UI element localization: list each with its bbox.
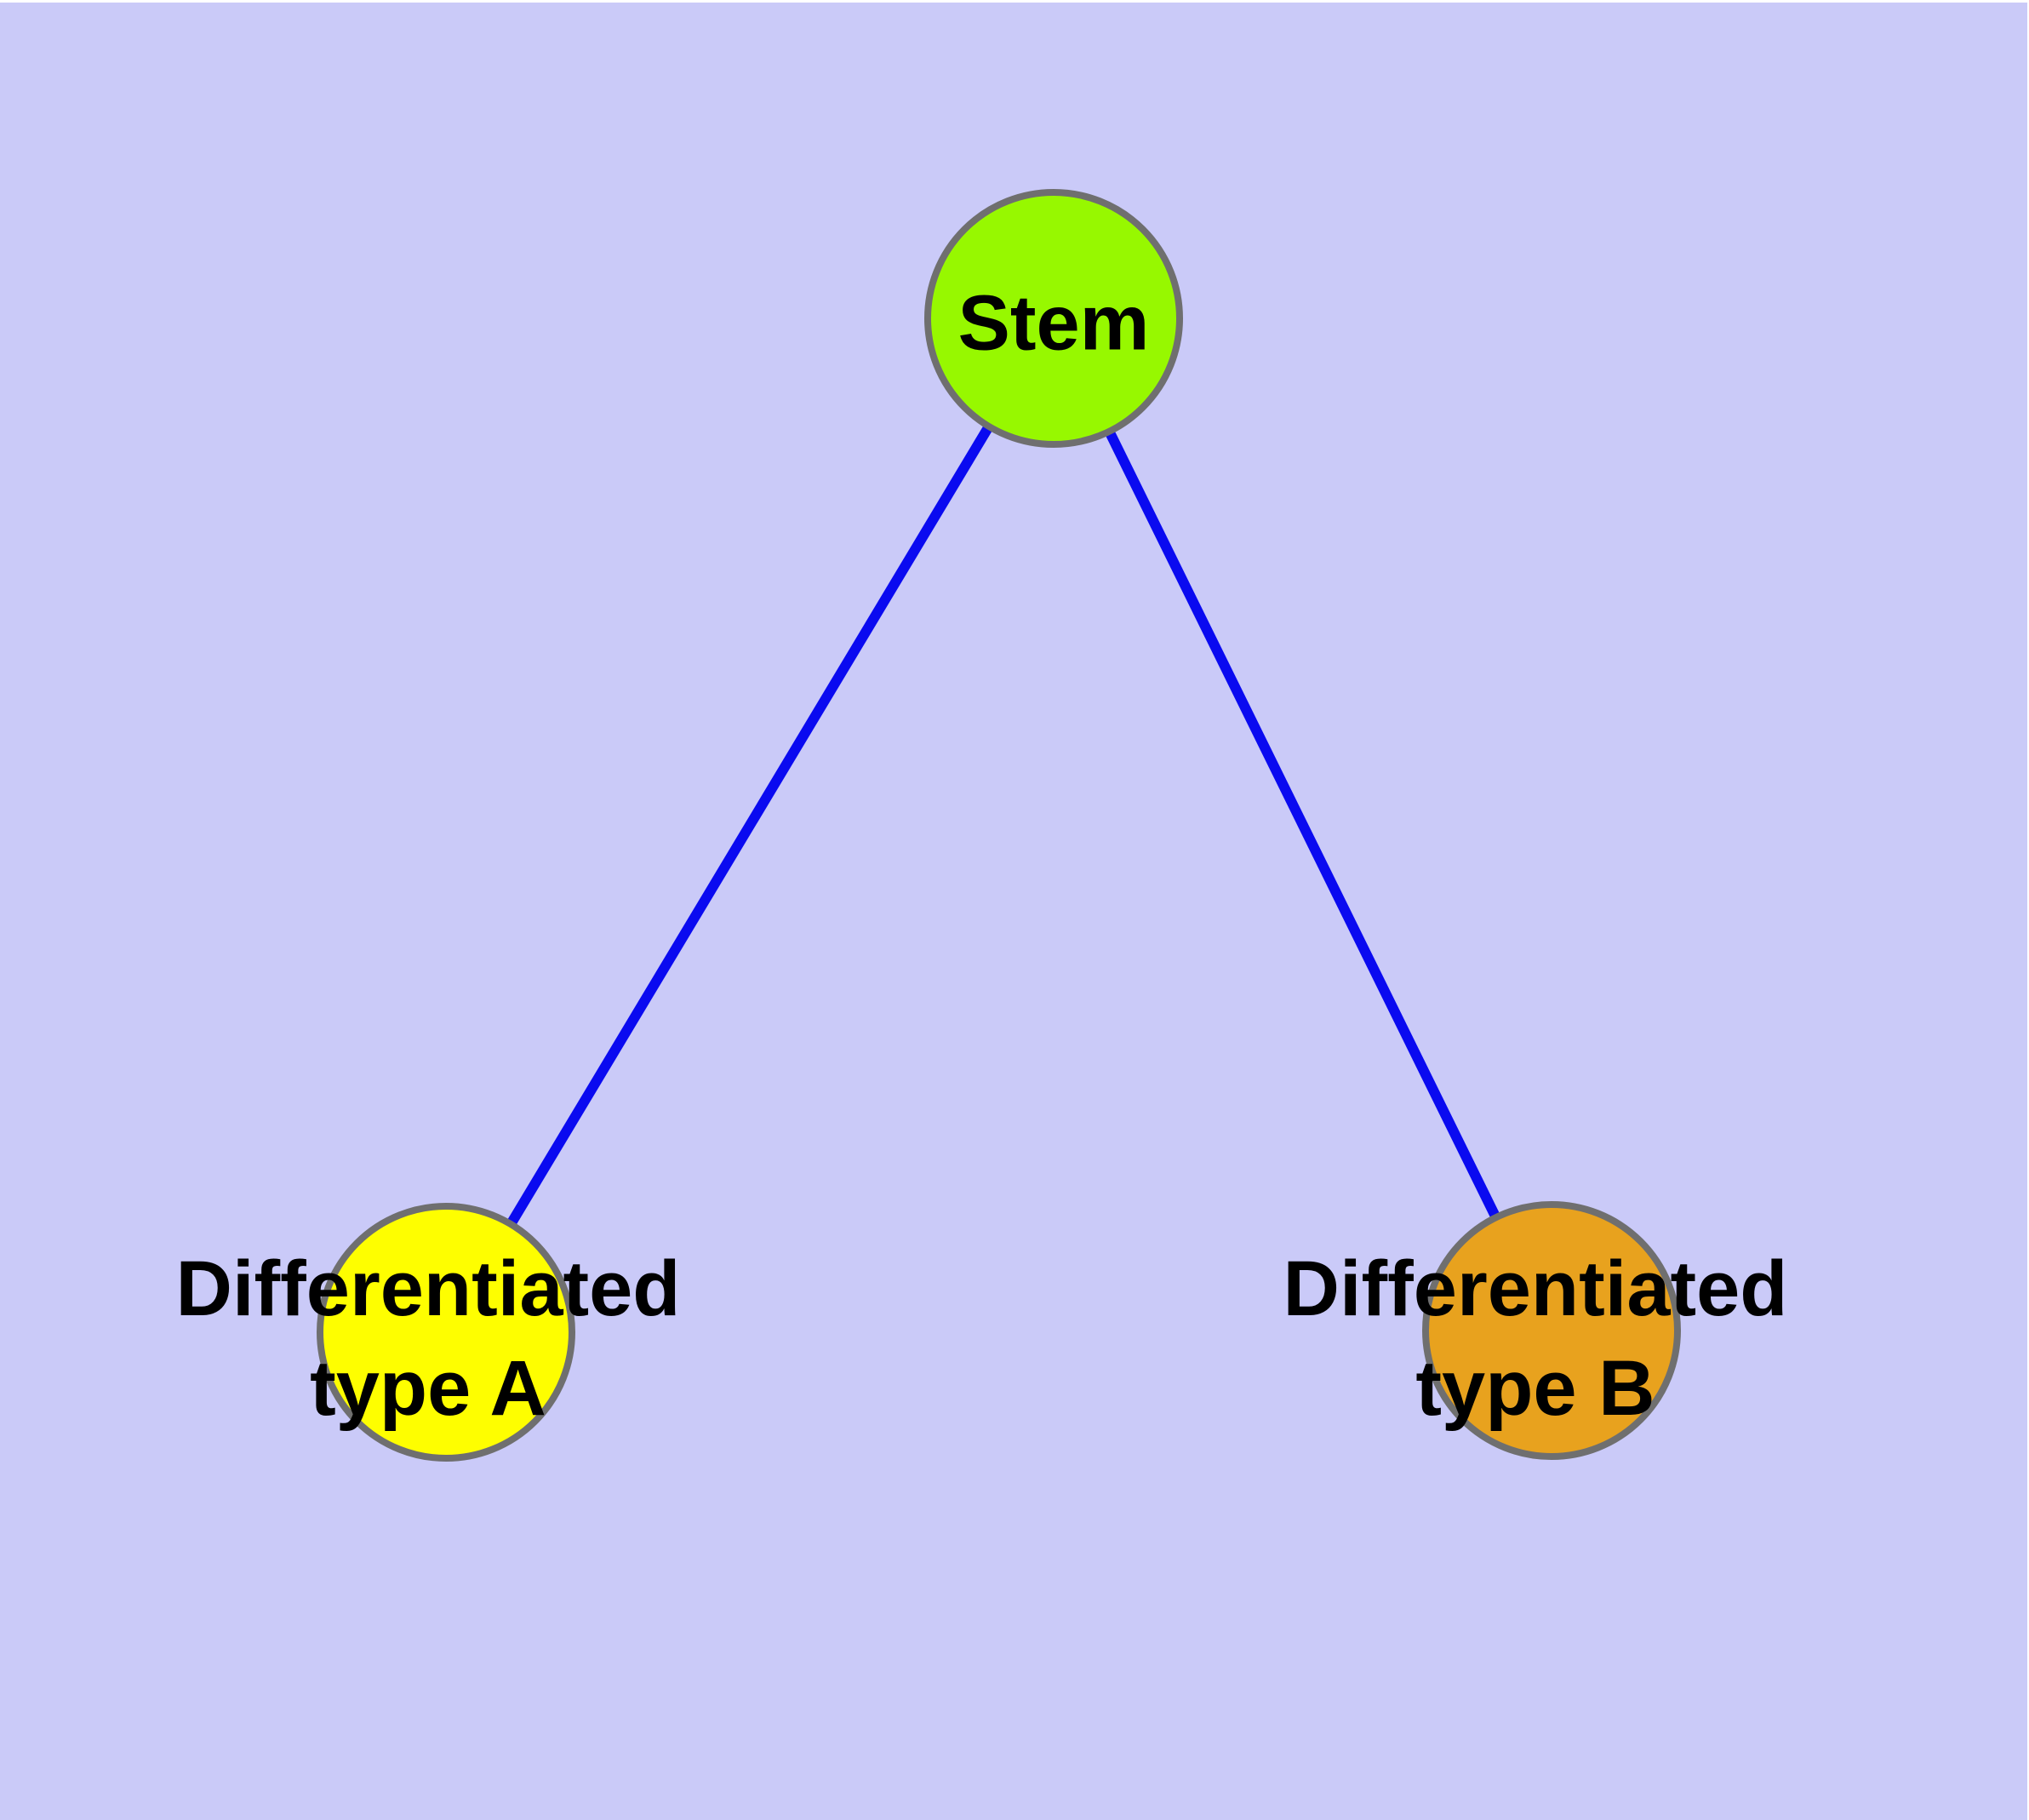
node-type-b-label-line1: Differentiated: [1283, 1245, 1788, 1332]
node-type-a-label-line2: type A: [310, 1345, 546, 1432]
window-right-edge: [2027, 0, 2029, 1820]
node-stem-circle[interactable]: [924, 189, 1183, 448]
window-top-edge: [0, 0, 2029, 3]
edge-stem-to-type-a: [441, 315, 1059, 1336]
node-type-b-label-line2: type B: [1415, 1345, 1655, 1432]
node-type-b-circle[interactable]: [1422, 1201, 1681, 1460]
node-type-a-label: Differentiated type A: [176, 1239, 681, 1439]
node-type-a-circle[interactable]: [317, 1203, 575, 1462]
node-stem-label-text: Stem: [957, 279, 1150, 367]
edge-stem-to-type-b: [1049, 316, 1557, 1333]
node-stem-label: Stem: [958, 274, 1150, 374]
node-type-a-label-line1: Differentiated: [175, 1245, 681, 1332]
node-type-b-label: Differentiated type B: [1283, 1239, 1788, 1439]
